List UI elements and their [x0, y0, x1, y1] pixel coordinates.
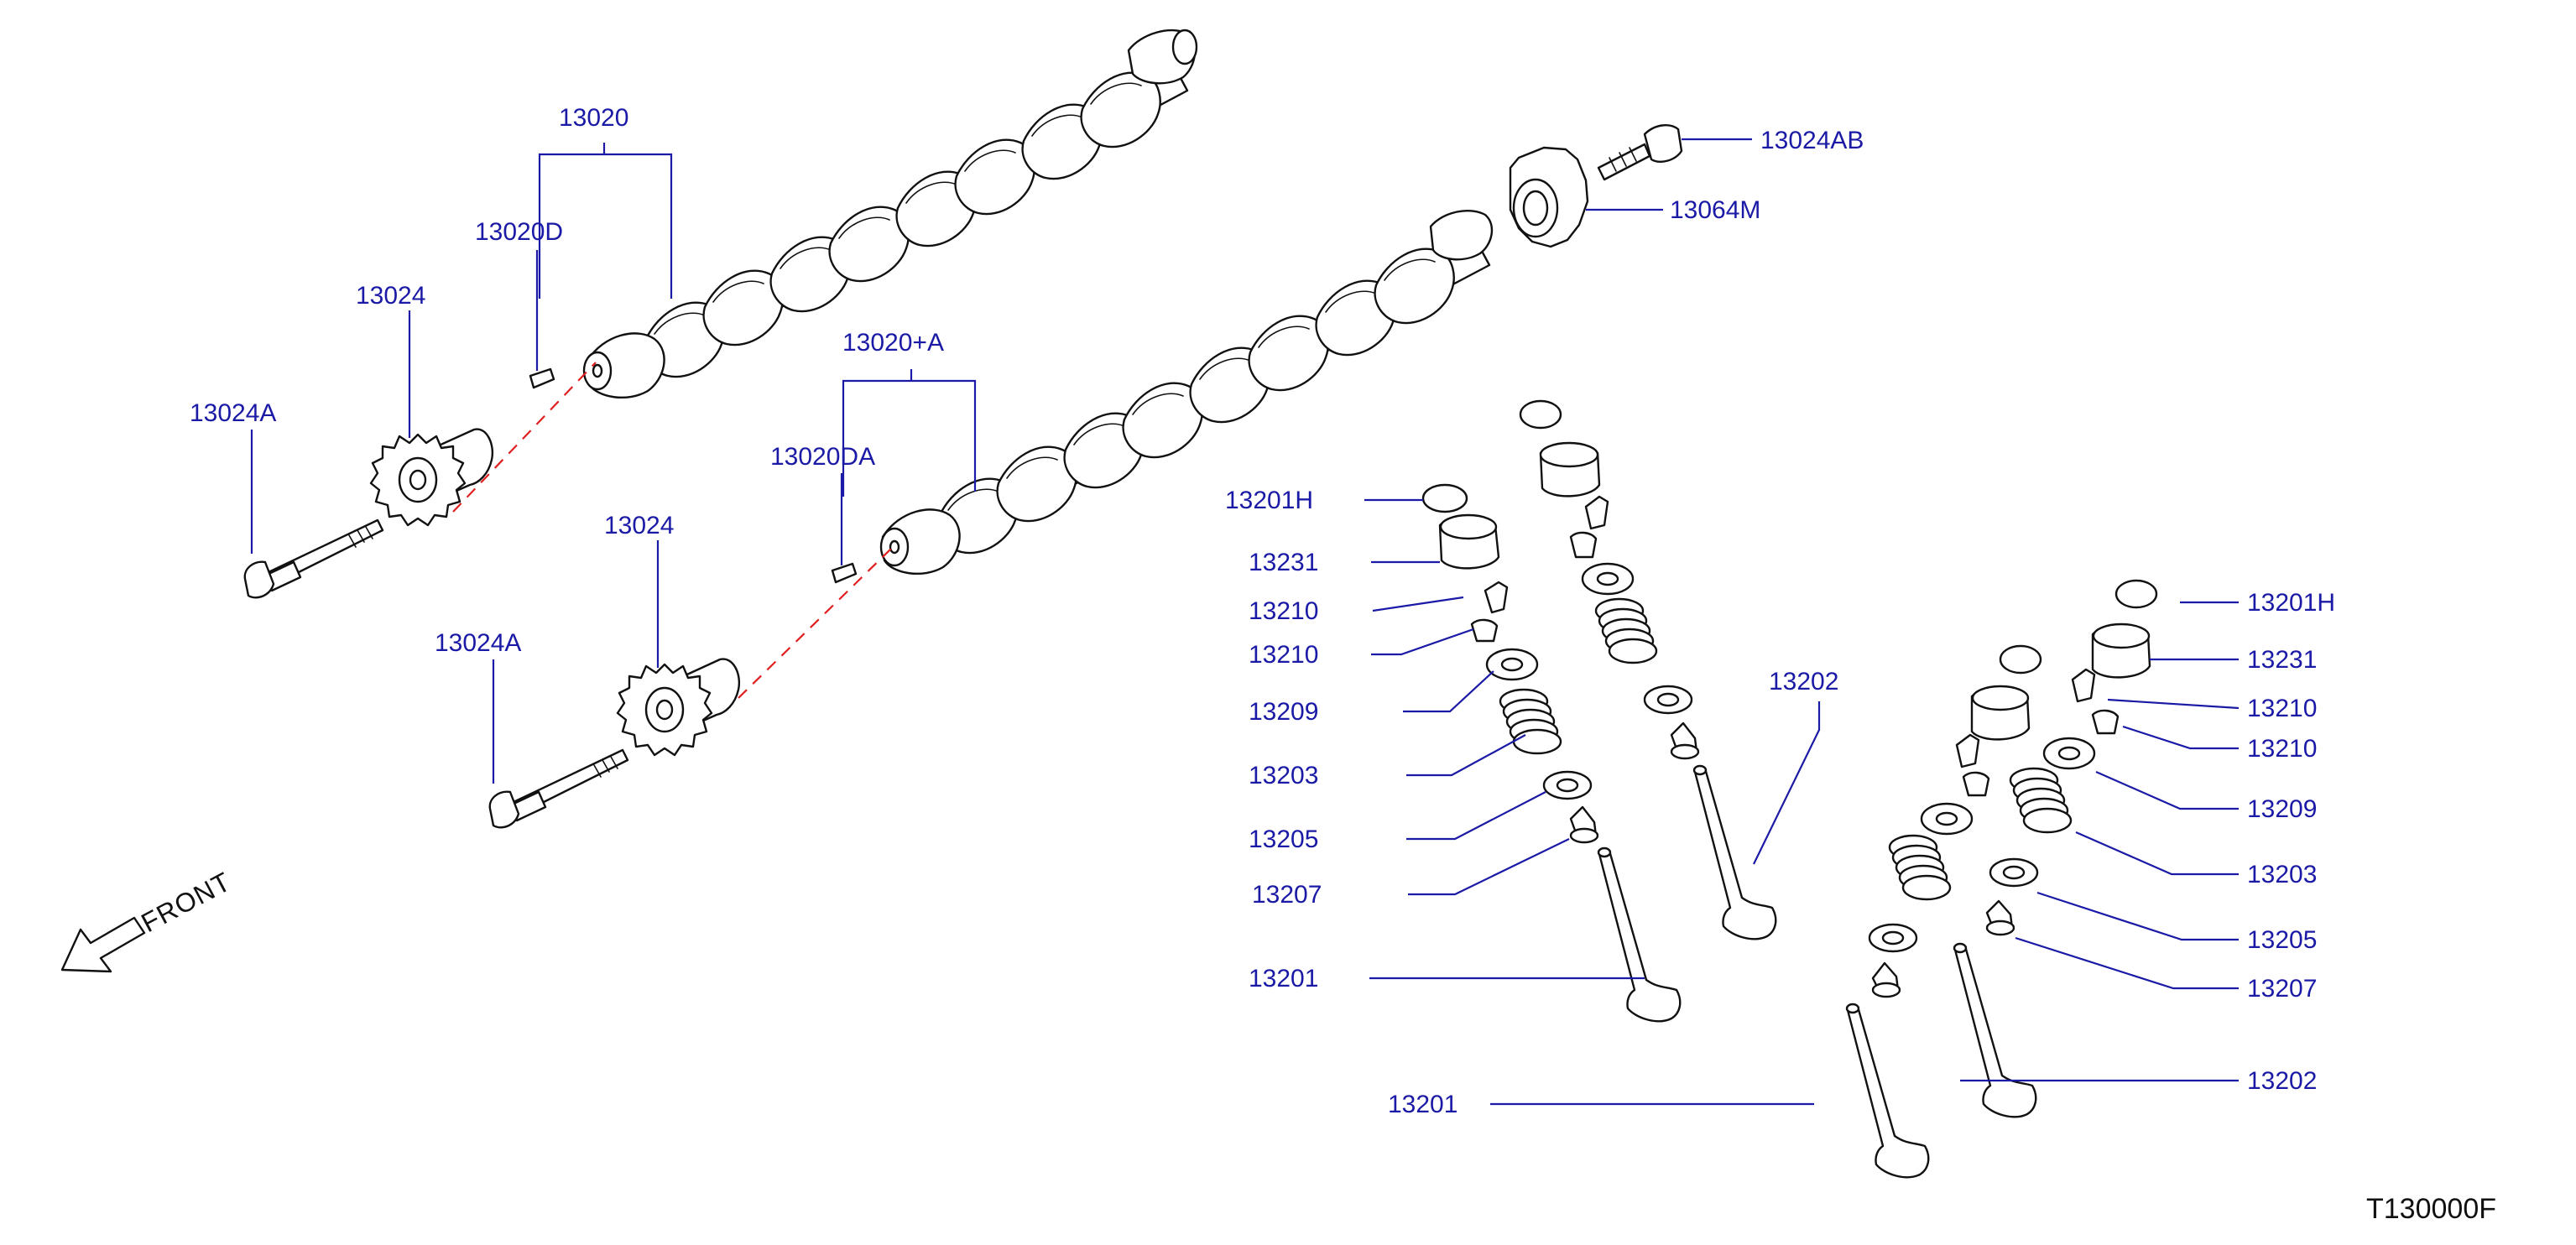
label-13209-right: 13209	[2247, 795, 2317, 823]
front-arrow-icon: FRONT	[60, 866, 236, 973]
bolt-13024AB	[1597, 124, 1683, 181]
label-13202-center: 13202	[1769, 668, 1838, 695]
camshaft-upper	[582, 29, 1198, 399]
label-13231-left: 13231	[1249, 549, 1318, 576]
label-13207-left: 13207	[1252, 881, 1322, 909]
bolt-13024A-upper	[243, 518, 384, 599]
label-13209-left: 13209	[1249, 698, 1318, 726]
label-13020: 13020	[559, 104, 628, 132]
label-13020D: 13020D	[475, 218, 563, 246]
leader-lines	[250, 138, 2240, 1106]
label-13207-right: 13207	[2247, 975, 2317, 1003]
label-13201H-left: 13201H	[1225, 487, 1313, 514]
label-13064M: 13064M	[1670, 196, 1760, 224]
dowel-pin-13020D	[529, 367, 555, 389]
front-label: FRONT	[136, 866, 236, 938]
part-labels: 13020 13020D 13024 13024A 13020+A 13020D…	[190, 104, 2335, 1118]
dowel-pin-13020DA	[831, 562, 858, 584]
label-13202-right: 13202	[2247, 1067, 2317, 1095]
label-13210-right-1: 13210	[2247, 695, 2317, 722]
valve-stack-right-b	[1953, 579, 2158, 1118]
label-13024A-mid: 13024A	[435, 629, 521, 657]
alignment-line-lower	[738, 548, 892, 699]
label-13210-left-2: 13210	[1249, 641, 1318, 669]
label-13024-top: 13024	[356, 282, 425, 310]
alignment-line-upper	[452, 362, 597, 513]
label-13203-left: 13203	[1249, 762, 1318, 789]
bolt-13024A-lower	[488, 748, 629, 829]
label-13201-left: 13201	[1249, 965, 1318, 992]
label-13205-right: 13205	[2247, 926, 2317, 954]
label-13024AB: 13024AB	[1760, 127, 1864, 154]
sprocket-13024-upper	[369, 428, 494, 527]
label-13020A: 13020+A	[842, 329, 944, 357]
valve-stack-center	[1519, 399, 1777, 940]
label-13205-left: 13205	[1249, 826, 1318, 853]
label-13231-right: 13231	[2247, 646, 2317, 674]
label-13210-right-2: 13210	[2247, 735, 2317, 763]
valve-stack-right-a	[1845, 644, 2042, 1179]
camshaft-lower	[879, 209, 1494, 576]
sprocket-13024-lower	[616, 658, 741, 757]
valve-stack-left	[1421, 483, 1682, 1023]
cam-sprocket-13064M	[1509, 146, 1589, 248]
label-13201-bottom: 13201	[1388, 1091, 1457, 1118]
label-13210-left-1: 13210	[1249, 597, 1318, 625]
label-13024-mid: 13024	[604, 512, 674, 539]
label-13020DA: 13020DA	[770, 443, 875, 471]
label-13024A-top: 13024A	[190, 399, 276, 427]
drawing-code: T130000F	[2366, 1193, 2496, 1225]
label-13201H-right: 13201H	[2247, 589, 2335, 617]
label-13203-right: 13203	[2247, 861, 2317, 888]
